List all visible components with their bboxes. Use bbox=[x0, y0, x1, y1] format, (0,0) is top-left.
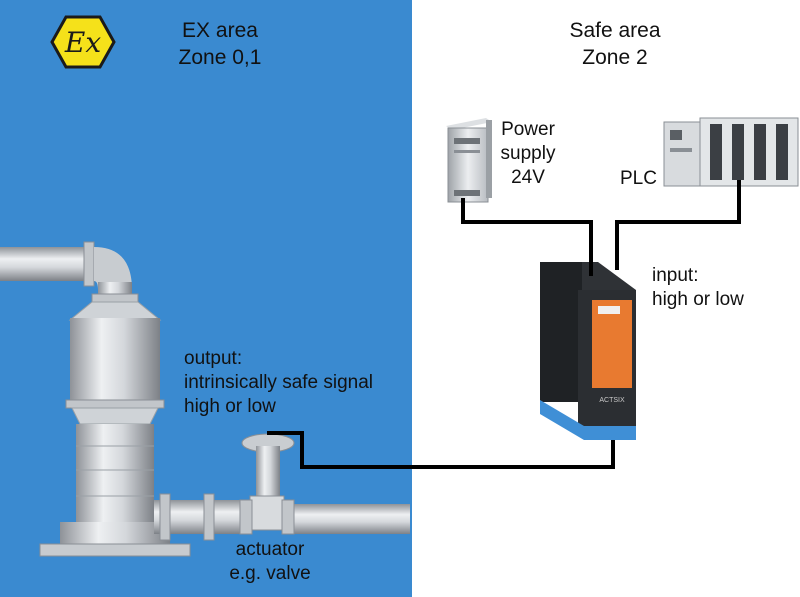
isolator-module-icon: ACTSIX bbox=[540, 262, 636, 440]
ex-area-title: EX area Zone 0,1 bbox=[140, 17, 300, 71]
wiring bbox=[267, 180, 741, 469]
output-signal-line2: intrinsically safe signal bbox=[184, 372, 374, 393]
actuator-label: actuator e.g. valve bbox=[208, 538, 332, 586]
ex-symbol-text: Ex bbox=[64, 26, 101, 59]
ex-symbol-icon: Ex bbox=[50, 15, 116, 69]
power-supply-label-line1: Power bbox=[501, 119, 555, 140]
actuator-label-line2: e.g. valve bbox=[229, 563, 311, 584]
power-supply-label-line3: 24V bbox=[511, 167, 545, 188]
ex-area-title-line2: Zone 0,1 bbox=[178, 46, 262, 69]
plc-rack-icon bbox=[663, 117, 799, 187]
wire-field-output bbox=[267, 431, 615, 469]
actuator-label-line1: actuator bbox=[235, 539, 305, 560]
input-signal-label: input: high or low bbox=[652, 264, 744, 312]
power-supply-icon bbox=[446, 118, 492, 203]
output-signal-line3: high or low bbox=[184, 396, 276, 417]
ex-area-title-line1: EX area bbox=[182, 19, 258, 42]
wire-power-supply bbox=[461, 198, 593, 276]
output-signal-line1: output: bbox=[184, 348, 243, 369]
safe-area-title-line1: Safe area bbox=[569, 19, 661, 42]
power-supply-label: Power supply 24V bbox=[490, 118, 566, 190]
power-supply-label-line2: supply bbox=[500, 143, 556, 164]
input-signal-line1: input: bbox=[652, 265, 699, 286]
plc-label: PLC bbox=[620, 167, 657, 191]
safe-area-title-line2: Zone 2 bbox=[582, 46, 648, 69]
process-tank-icon bbox=[0, 241, 410, 557]
safe-area-title: Safe area Zone 2 bbox=[540, 17, 690, 71]
isolator-brand-text: ACTSIX bbox=[599, 397, 625, 404]
wire-plc bbox=[615, 180, 741, 270]
output-signal-label: output: intrinsically safe signal high o… bbox=[184, 347, 373, 419]
input-signal-line2: high or low bbox=[652, 289, 744, 310]
valve-actuator-icon bbox=[239, 433, 295, 535]
plc-label-text: PLC bbox=[620, 168, 657, 189]
